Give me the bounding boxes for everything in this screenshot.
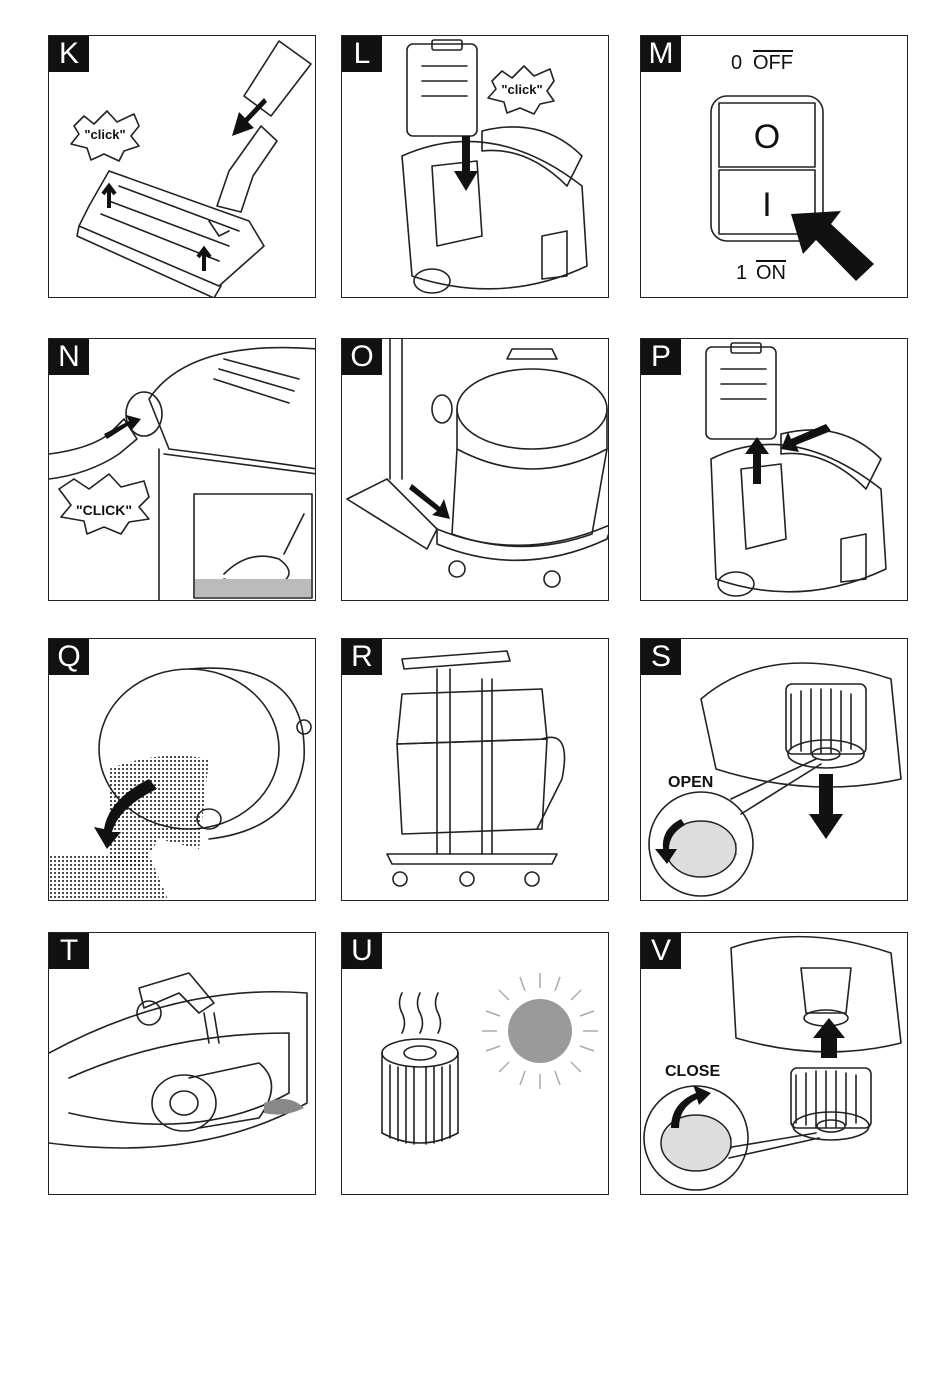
hose-connect-illustration: "CLICK" (49, 339, 316, 601)
panel-letter-l: L (342, 36, 382, 72)
filter-remove-illustration (641, 639, 908, 901)
panel-p: P (640, 338, 908, 601)
panel-m: M 0 OFF 1 ON O I (640, 35, 908, 298)
rocker-top-symbol: O (754, 118, 780, 156)
power-switch-illustration: O I (641, 36, 908, 298)
dry-filter-illustration (342, 933, 609, 1195)
storage-rear-illustration (342, 639, 609, 901)
panel-k: K "click" (48, 35, 316, 298)
close-caption: CLOSE (665, 1063, 720, 1081)
battery-insert-illustration: "click" (342, 36, 609, 298)
panel-l: L "click" (341, 35, 609, 298)
panel-letter-r: R (342, 639, 382, 675)
rinse-filter-illustration (49, 933, 316, 1195)
panel-o: O (341, 338, 609, 601)
open-caption: OPEN (668, 774, 713, 792)
panel-t: T (48, 932, 316, 1195)
empty-container-illustration (49, 639, 316, 901)
click-bubble-text: "click" (501, 82, 542, 97)
panel-letter-m: M (641, 36, 681, 72)
panel-s: S OPEN (640, 638, 908, 901)
panel-letter-v: V (641, 933, 681, 969)
panel-r: R (341, 638, 609, 901)
click-bubble-text: "click" (84, 127, 125, 142)
panel-q: Q (48, 638, 316, 901)
click-bubble-text: "CLICK" (76, 502, 132, 518)
on-number: 1 (736, 262, 747, 285)
panel-letter-k: K (49, 36, 89, 72)
panel-letter-n: N (49, 339, 89, 375)
panel-letter-t: T (49, 933, 89, 969)
sun-icon (508, 999, 572, 1063)
panel-letter-u: U (342, 933, 382, 969)
battery-remove-illustration (641, 339, 908, 601)
panel-letter-o: O (342, 339, 382, 375)
floor-nozzle-illustration: "click" (49, 36, 316, 298)
panel-u: U (341, 932, 609, 1195)
panel-letter-p: P (641, 339, 681, 375)
press-arrow-icon (791, 211, 874, 281)
panel-n: N "CLICK" (48, 338, 316, 601)
accessory-storage-illustration (342, 339, 609, 601)
rocker-bottom-symbol: I (762, 186, 771, 224)
panel-letter-s: S (641, 639, 681, 675)
panel-letter-q: Q (49, 639, 89, 675)
panel-v: V CLOSE (640, 932, 908, 1195)
off-number: 0 (731, 52, 742, 75)
on-label: ON (756, 262, 786, 285)
off-label: OFF (753, 52, 793, 75)
